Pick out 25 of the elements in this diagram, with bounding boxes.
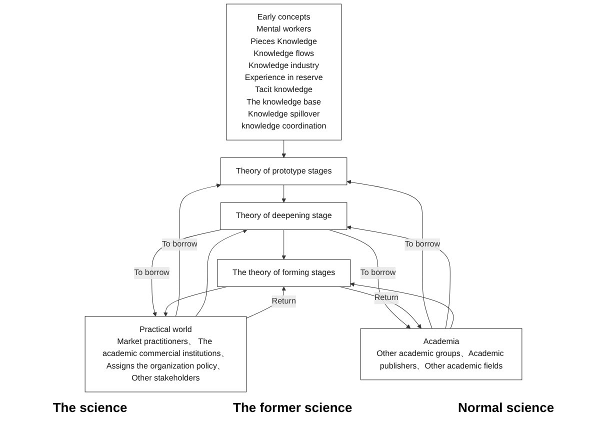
arrow <box>282 229 286 260</box>
node-box: Practical world Market practitioners、 The academic commercial institutions、Assigns the organization policy、Other stakeholders <box>84 316 247 392</box>
node-box: Academia Other academic groups、Academic publishers、Other academic fields <box>360 328 522 380</box>
phase-label: Normal science <box>458 400 554 415</box>
edge-label: To borrow <box>134 268 170 278</box>
phase-label: The former science <box>233 400 352 415</box>
edge-label: To borrow <box>404 240 440 249</box>
arrow <box>339 286 422 329</box>
arrow <box>282 184 286 203</box>
arrow <box>328 229 411 329</box>
node-box: Theory of deepening stage <box>220 202 348 230</box>
node-box: Early concepts Mental workers Pieces Knowledge Knowledge flows Knowledge industry Experience in reserve Tacit knowledge The knowledge base Knowledge spillover knowledge coordination <box>226 4 342 140</box>
edge-label: Return <box>272 297 296 306</box>
edge-label: Return <box>374 294 399 302</box>
arrow <box>195 229 248 317</box>
edge-label: To borrow <box>360 268 396 278</box>
node-box: The theory of forming stages <box>217 259 351 287</box>
phase-label: The science <box>52 400 128 415</box>
arrow <box>163 286 228 317</box>
arrow <box>350 282 454 329</box>
edge-label: To borrow <box>162 240 198 249</box>
arrow <box>175 184 221 317</box>
node-box: Theory of prototype stages <box>220 157 348 186</box>
arrow <box>346 180 432 329</box>
arrow <box>282 140 286 158</box>
